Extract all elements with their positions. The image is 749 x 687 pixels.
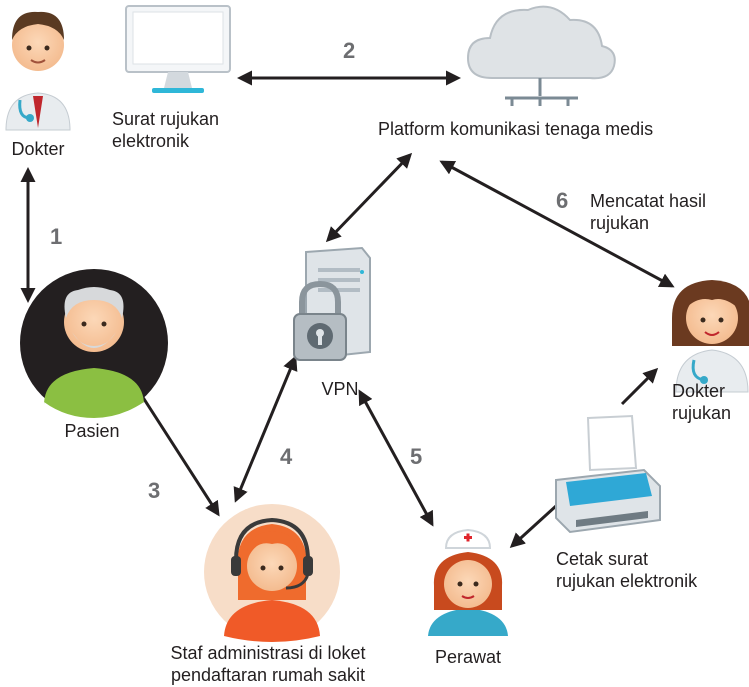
step-number-3: 3 — [148, 478, 161, 503]
record-label: Mencatat hasil rujukan — [590, 191, 707, 233]
step-number-6: 6 — [556, 188, 569, 213]
vpn-label: VPN — [321, 379, 359, 399]
nurse-icon — [428, 528, 508, 636]
arrow-cloud-refdoctor — [439, 160, 675, 288]
receptionist-icon — [204, 504, 340, 642]
print-label: Cetak surat rujukan elektronik — [556, 549, 698, 591]
arrow-vpn-admin — [233, 355, 298, 503]
step-number-1: 1 — [50, 224, 63, 249]
cloud-icon — [466, 5, 616, 106]
referral-doc-label: Surat rujukan elektronik — [112, 109, 220, 151]
arrow-printer-nurse — [509, 504, 558, 549]
step-number-2: 2 — [343, 38, 356, 63]
admin-label: Staf administrasi di loket pendaftaran r… — [170, 643, 366, 685]
step-number-4: 4 — [280, 444, 293, 469]
arrow-vpn-nurse — [358, 389, 434, 527]
nurse-label: Perawat — [434, 647, 502, 667]
patient-label: Pasien — [64, 421, 120, 441]
female-doctor-icon — [672, 280, 749, 393]
patient-icon — [20, 269, 168, 418]
server-lock-icon — [293, 246, 371, 361]
ref-doctor-label: Dokter rujukan — [672, 381, 732, 423]
arrow-patient-admin — [133, 382, 220, 517]
printer-icon — [555, 414, 661, 534]
platform-label: Platform komunikasi tenaga medis — [378, 119, 654, 139]
doctor-icon — [5, 11, 71, 131]
step-number-5: 5 — [410, 444, 423, 469]
monitor-icon — [125, 5, 231, 93]
arrow-printer-refdoctor — [620, 367, 659, 406]
arrow-cloud-vpn — [325, 152, 413, 243]
doctor-label: Dokter — [11, 139, 65, 159]
